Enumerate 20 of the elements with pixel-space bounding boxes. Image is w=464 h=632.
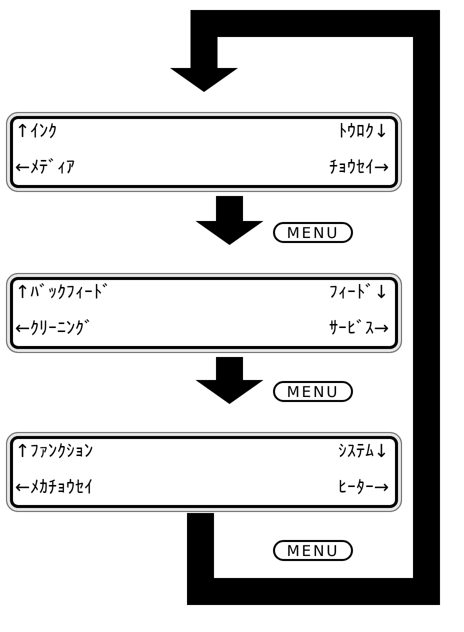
menu-item: ｻｰﾋﾞｽ→: [328, 318, 389, 340]
menu-button: MENU: [273, 381, 353, 402]
lcd-display: [6, 432, 402, 512]
menu-item: ←ｸﾘｰﾆﾝｸﾞ: [15, 318, 94, 340]
menu-item: ↑ﾊﾞｯｸﾌｨｰﾄﾞ: [15, 282, 112, 304]
menu-item: ｼｽﾃﾑ↓: [338, 441, 389, 463]
menu-item: ﾄｳﾛｸ↓: [338, 121, 389, 143]
menu-item: ﾋｰﾀｰ→: [338, 477, 389, 499]
menu-item: ←ﾒﾃﾞｨｱ: [15, 157, 76, 179]
arrow: [196, 196, 264, 245]
menu-item: ﾌｨｰﾄﾞ↓: [328, 282, 389, 304]
lcd-display: [6, 273, 402, 353]
menu-button: MENU: [273, 222, 353, 243]
menu-item: ﾁｮｳｾｲ→: [328, 157, 389, 179]
menu-item: ←ﾒｶﾁｮｳｾｲ: [15, 477, 94, 499]
lcd-display: [6, 112, 402, 192]
menu-item: ↑ｲﾝｸ: [15, 121, 58, 143]
menu-button: MENU: [273, 540, 353, 561]
menu-item: ↑ﾌｧﾝｸｼｮﾝ: [15, 441, 94, 463]
arrow: [196, 357, 264, 404]
